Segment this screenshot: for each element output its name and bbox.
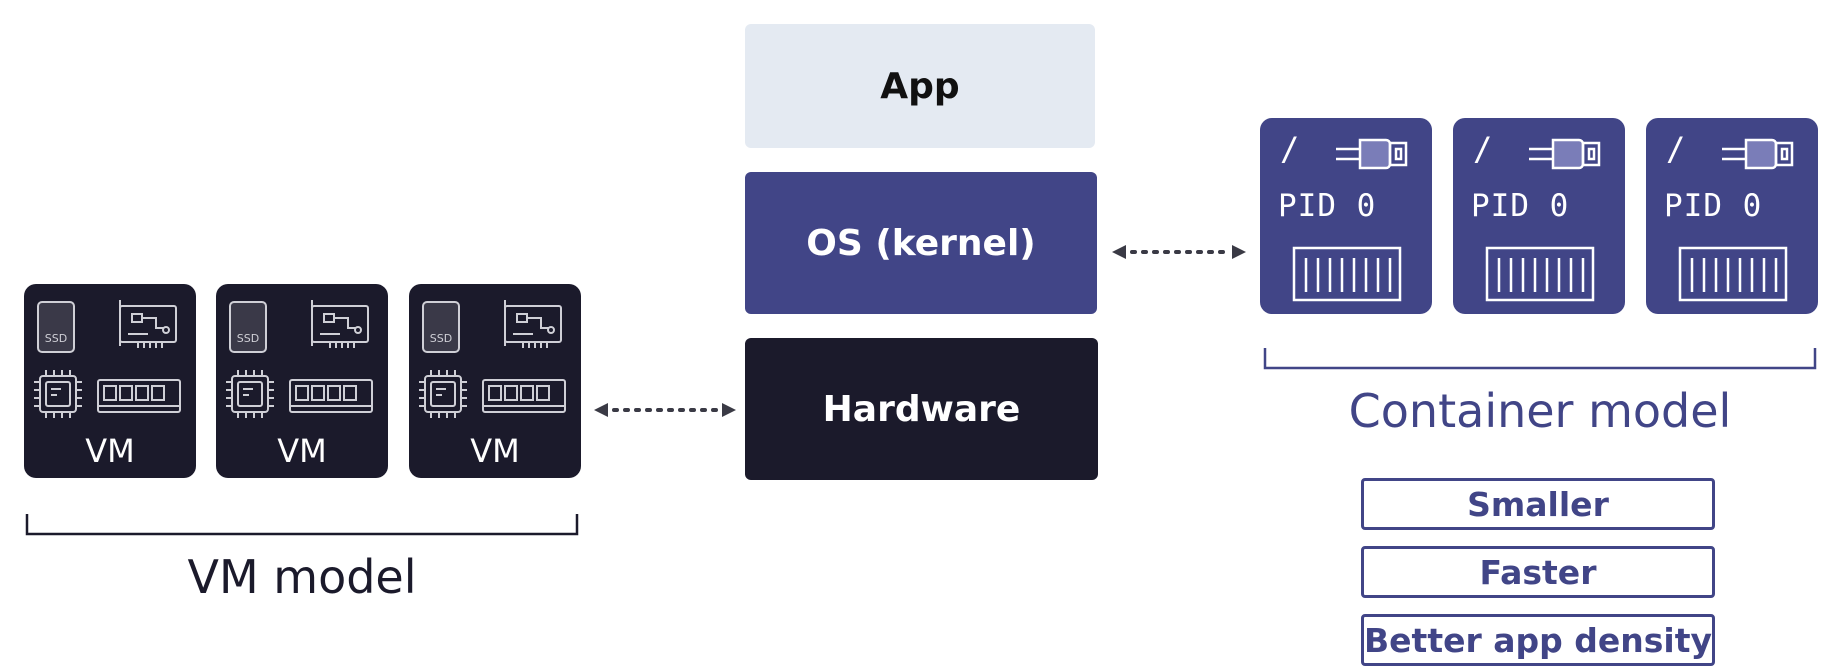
os-kernel-layer-label: OS (kernel) (806, 222, 1036, 264)
benefit-smaller: Smaller (1361, 478, 1715, 530)
container-model-title: Container model (1348, 384, 1732, 438)
os-kernel-layer: OS (kernel) (745, 172, 1097, 314)
hardware-layer-label: Hardware (822, 388, 1021, 430)
benefit-app-density: Better app density (1361, 614, 1715, 666)
vm-hardware-arrow (594, 403, 736, 417)
ssd-icon (37, 301, 75, 353)
cpu-icon (419, 370, 467, 418)
network-plug-icon (1336, 138, 1408, 170)
root-path: / (1280, 130, 1300, 168)
vm-box: SSD VM (216, 284, 388, 478)
root-path: / (1666, 130, 1686, 168)
ssd-label: SSD (237, 332, 259, 345)
cpu-icon (226, 370, 274, 418)
vm-box: SSD VM (409, 284, 581, 478)
root-path: / (1473, 130, 1493, 168)
network-plug-icon (1529, 138, 1601, 170)
vm-label: VM (85, 432, 135, 470)
container-icon (1292, 246, 1402, 302)
app-layer: App (745, 24, 1095, 148)
vm-label: VM (277, 432, 327, 470)
container-icon (1678, 246, 1788, 302)
benefit-faster: Faster (1361, 546, 1715, 598)
container-model-bracket (1263, 348, 1817, 370)
ssd-label: SSD (430, 332, 452, 345)
ram-icon (482, 379, 566, 413)
ssd-label: SSD (45, 332, 67, 345)
network-plug-icon (1722, 138, 1794, 170)
circuit-board-icon (311, 300, 369, 348)
container-box: / PID 0 (1453, 118, 1625, 314)
ram-icon (289, 379, 373, 413)
circuit-board-icon (119, 300, 177, 348)
vm-box: SSD VM (24, 284, 196, 478)
vm-model-title: VM model (187, 550, 417, 604)
app-layer-label: App (880, 65, 960, 107)
cpu-icon (34, 370, 82, 418)
vm-model-bracket (25, 514, 579, 536)
circuit-board-icon (504, 300, 562, 348)
ssd-icon (422, 301, 460, 353)
pid-label: PID 0 (1278, 188, 1377, 224)
pid-label: PID 0 (1471, 188, 1570, 224)
os-container-arrow (1112, 245, 1246, 259)
vm-label: VM (470, 432, 520, 470)
container-box: / PID 0 (1260, 118, 1432, 314)
hardware-layer: Hardware (745, 338, 1098, 480)
ssd-icon (229, 301, 267, 353)
ram-icon (97, 379, 181, 413)
container-box: / PID 0 (1646, 118, 1818, 314)
pid-label: PID 0 (1664, 188, 1763, 224)
container-icon (1485, 246, 1595, 302)
